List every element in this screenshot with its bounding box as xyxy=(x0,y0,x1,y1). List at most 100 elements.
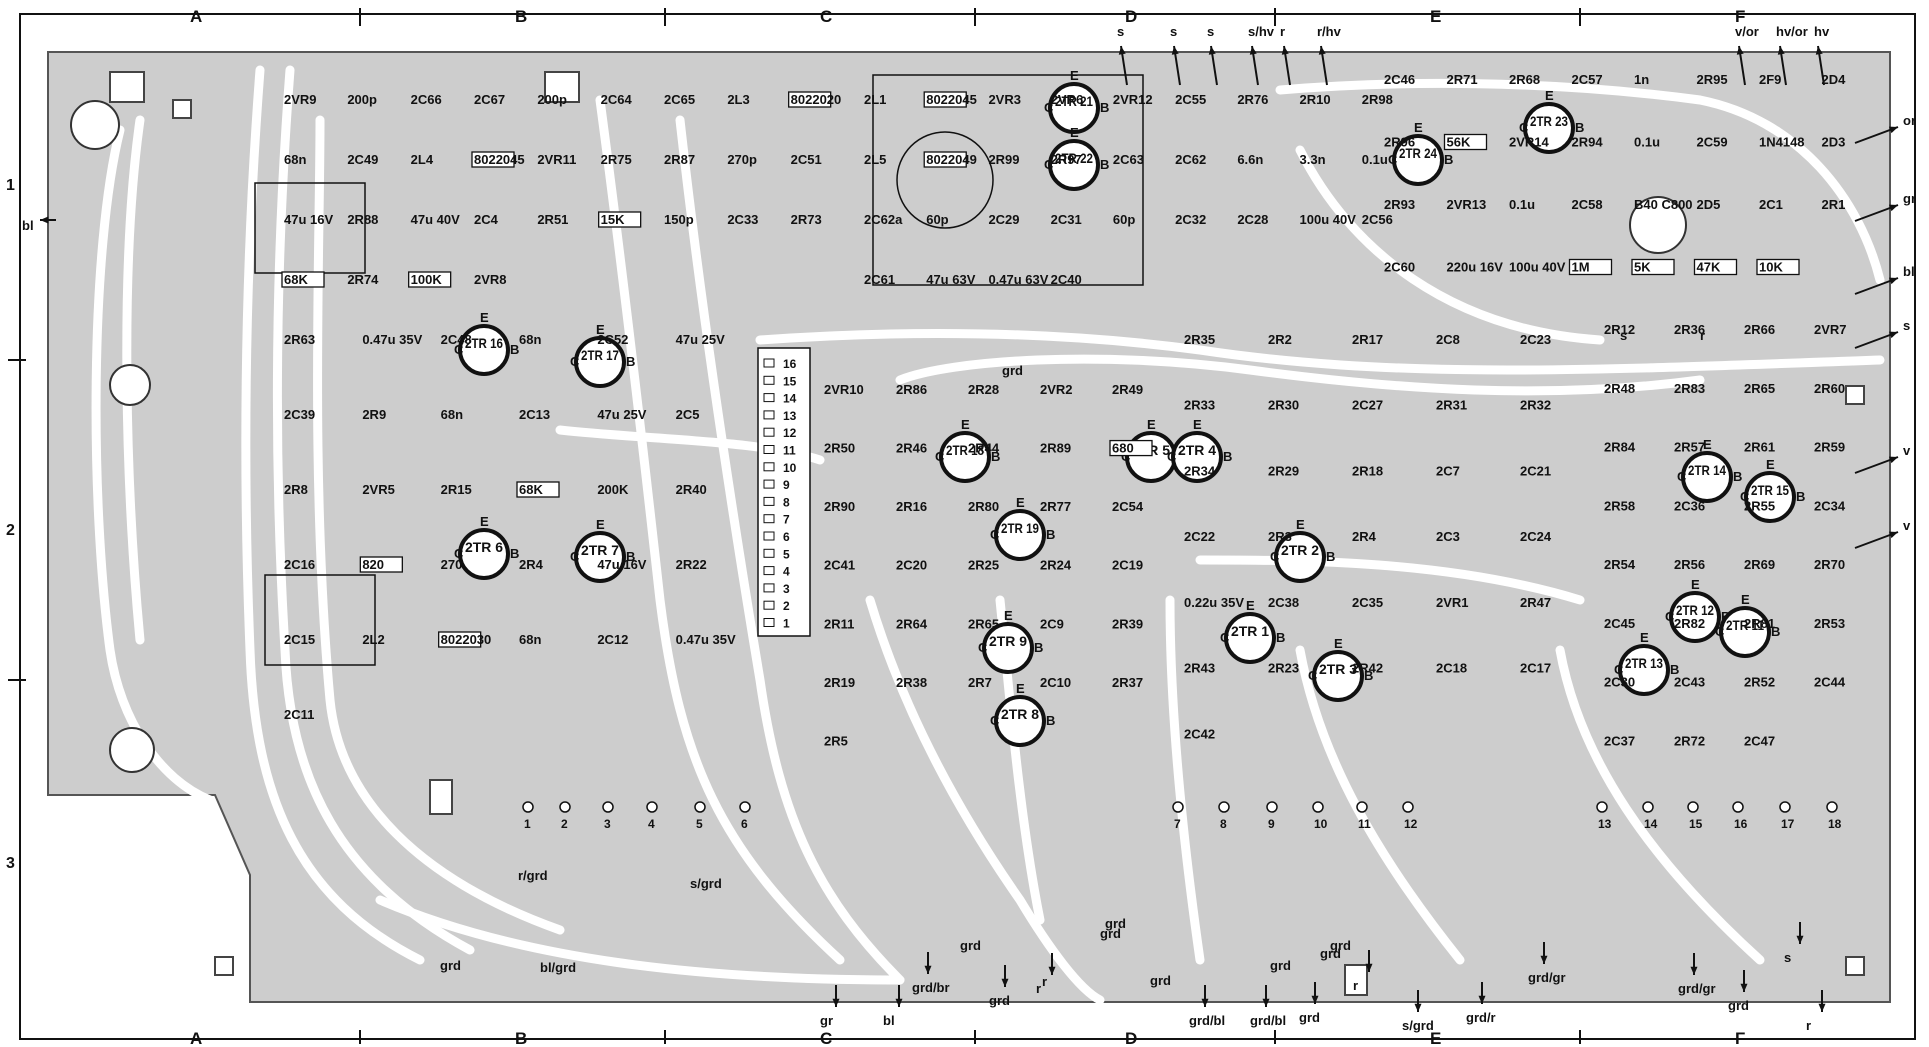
component-label: 2C38 xyxy=(1268,595,1299,610)
wire-label-bottom: grd xyxy=(989,993,1010,1008)
component: 2R4 xyxy=(1352,529,1377,544)
component: 2R11 xyxy=(824,616,854,631)
pin-letter-b: B xyxy=(626,354,635,369)
edge-pin-number: 13 xyxy=(783,409,797,423)
component-label: 2C64 xyxy=(601,92,633,107)
connector-pad xyxy=(646,801,658,813)
component-label: 2VR10 xyxy=(824,382,864,397)
component: 2L4 xyxy=(411,152,434,167)
component-label: 2R65 xyxy=(1744,381,1775,396)
component: 2L1 xyxy=(864,92,886,107)
component: 2R72 xyxy=(1674,733,1705,748)
component: 2R38 xyxy=(896,675,927,690)
wire-arrowhead xyxy=(895,998,903,1007)
component: 15K xyxy=(598,211,642,228)
component: 2R69 xyxy=(1744,557,1775,572)
transistor-label: 2TR 2 xyxy=(1281,542,1319,558)
transistor-label: 2TR 9 xyxy=(989,633,1027,649)
wire-arrowhead xyxy=(1736,46,1744,55)
component-label: 2R73 xyxy=(791,212,822,227)
component-label: 1n xyxy=(1634,72,1649,87)
component: 2C13 xyxy=(519,407,550,422)
component-label: 2R76 xyxy=(1237,92,1268,107)
wire-arrowhead xyxy=(1818,1003,1826,1012)
component: 2R60 xyxy=(1814,381,1845,396)
connector-pad xyxy=(559,801,571,813)
component: 2C45 xyxy=(1604,616,1635,631)
connector-pin-number: 3 xyxy=(604,817,611,831)
transistor-label: 2TR 13 xyxy=(1625,655,1663,671)
component: 68K xyxy=(281,271,325,288)
component: 2C21 xyxy=(1520,463,1551,478)
component: 2R94 xyxy=(1572,135,1604,150)
component: 2C42 xyxy=(1184,726,1215,741)
component: 2C34 xyxy=(1814,498,1846,513)
component-label: 2D4 xyxy=(1822,72,1847,87)
component-label: 2C5 xyxy=(676,407,700,422)
component-label: 2VR1 xyxy=(1436,595,1469,610)
component-label: 0.1u xyxy=(1362,152,1388,167)
component: 2C4 xyxy=(474,212,499,227)
component-label: 2R32 xyxy=(1520,398,1551,413)
transistor-label: 2TR 14 xyxy=(1688,462,1726,478)
component-label: 2R9 xyxy=(362,407,386,422)
wire-label-inner: grd xyxy=(1270,958,1291,973)
wire-label-top: s/hv xyxy=(1248,24,1275,39)
component: 2C59 xyxy=(1697,135,1728,150)
component: 0.1u xyxy=(1362,152,1388,167)
component: 2VR12 xyxy=(1113,92,1153,107)
connector-pad xyxy=(1596,801,1608,813)
edge-pin-number: 3 xyxy=(783,582,790,596)
pin-letter-c: C xyxy=(1044,100,1054,115)
component: 2R15 xyxy=(441,482,472,497)
transistor-label: 2TR 23 xyxy=(1530,113,1568,129)
edge-pin-number: 16 xyxy=(783,357,797,371)
board-substrate xyxy=(47,51,1891,1003)
grid-col-top-d: D xyxy=(1125,7,1137,26)
wire-arrowhead xyxy=(1365,963,1373,972)
pin-letter-c: C xyxy=(1308,668,1318,683)
component-label: 2R40 xyxy=(676,482,707,497)
component-label: 2R83 xyxy=(1674,381,1705,396)
wire-arrowhead xyxy=(1201,998,1209,1007)
component-label: 2R37 xyxy=(1112,675,1143,690)
wire-arrowhead xyxy=(1414,1003,1422,1012)
component-label: 2R84 xyxy=(1604,440,1636,455)
component-label: 2C44 xyxy=(1814,675,1846,690)
wire-label-inner: bl/grd xyxy=(540,960,576,975)
component: 2C12 xyxy=(597,632,628,647)
pin-letter-b: B xyxy=(1276,630,1285,645)
component-label: 2R10 xyxy=(1300,92,1331,107)
wire-arrowhead xyxy=(1740,983,1748,992)
component-label: 2R93 xyxy=(1384,197,1415,212)
component-label: 2C22 xyxy=(1184,529,1215,544)
component: 2R23 xyxy=(1268,661,1299,676)
connector-pad xyxy=(1687,801,1699,813)
component: 2R24 xyxy=(1040,558,1072,573)
component: 2VR13 xyxy=(1447,197,1487,212)
component: 100K xyxy=(408,271,452,288)
component: 8022030 xyxy=(438,631,491,648)
component: 60p xyxy=(926,212,948,227)
component-label: 2C11 xyxy=(284,707,314,722)
component: 10K xyxy=(1756,258,1800,276)
component-label: 2C21 xyxy=(1520,463,1551,478)
component: 0.47u 63V xyxy=(988,272,1048,287)
component-label: 2R46 xyxy=(896,441,927,456)
component-label: 2R5 xyxy=(824,733,848,748)
component: 8022049 xyxy=(923,151,977,168)
component: 2R2 xyxy=(1268,332,1292,347)
component-label: 2R72 xyxy=(1674,733,1705,748)
connector-pad xyxy=(1402,801,1414,813)
component: 270p xyxy=(727,152,757,167)
component: 2R5 xyxy=(824,733,848,748)
transistor-label: 2TR 8 xyxy=(1001,706,1039,722)
component-label: 47u 40V xyxy=(411,212,460,227)
component: 2C11 xyxy=(284,707,314,722)
connector-pad xyxy=(739,801,751,813)
component-label: 2R4 xyxy=(519,557,544,572)
